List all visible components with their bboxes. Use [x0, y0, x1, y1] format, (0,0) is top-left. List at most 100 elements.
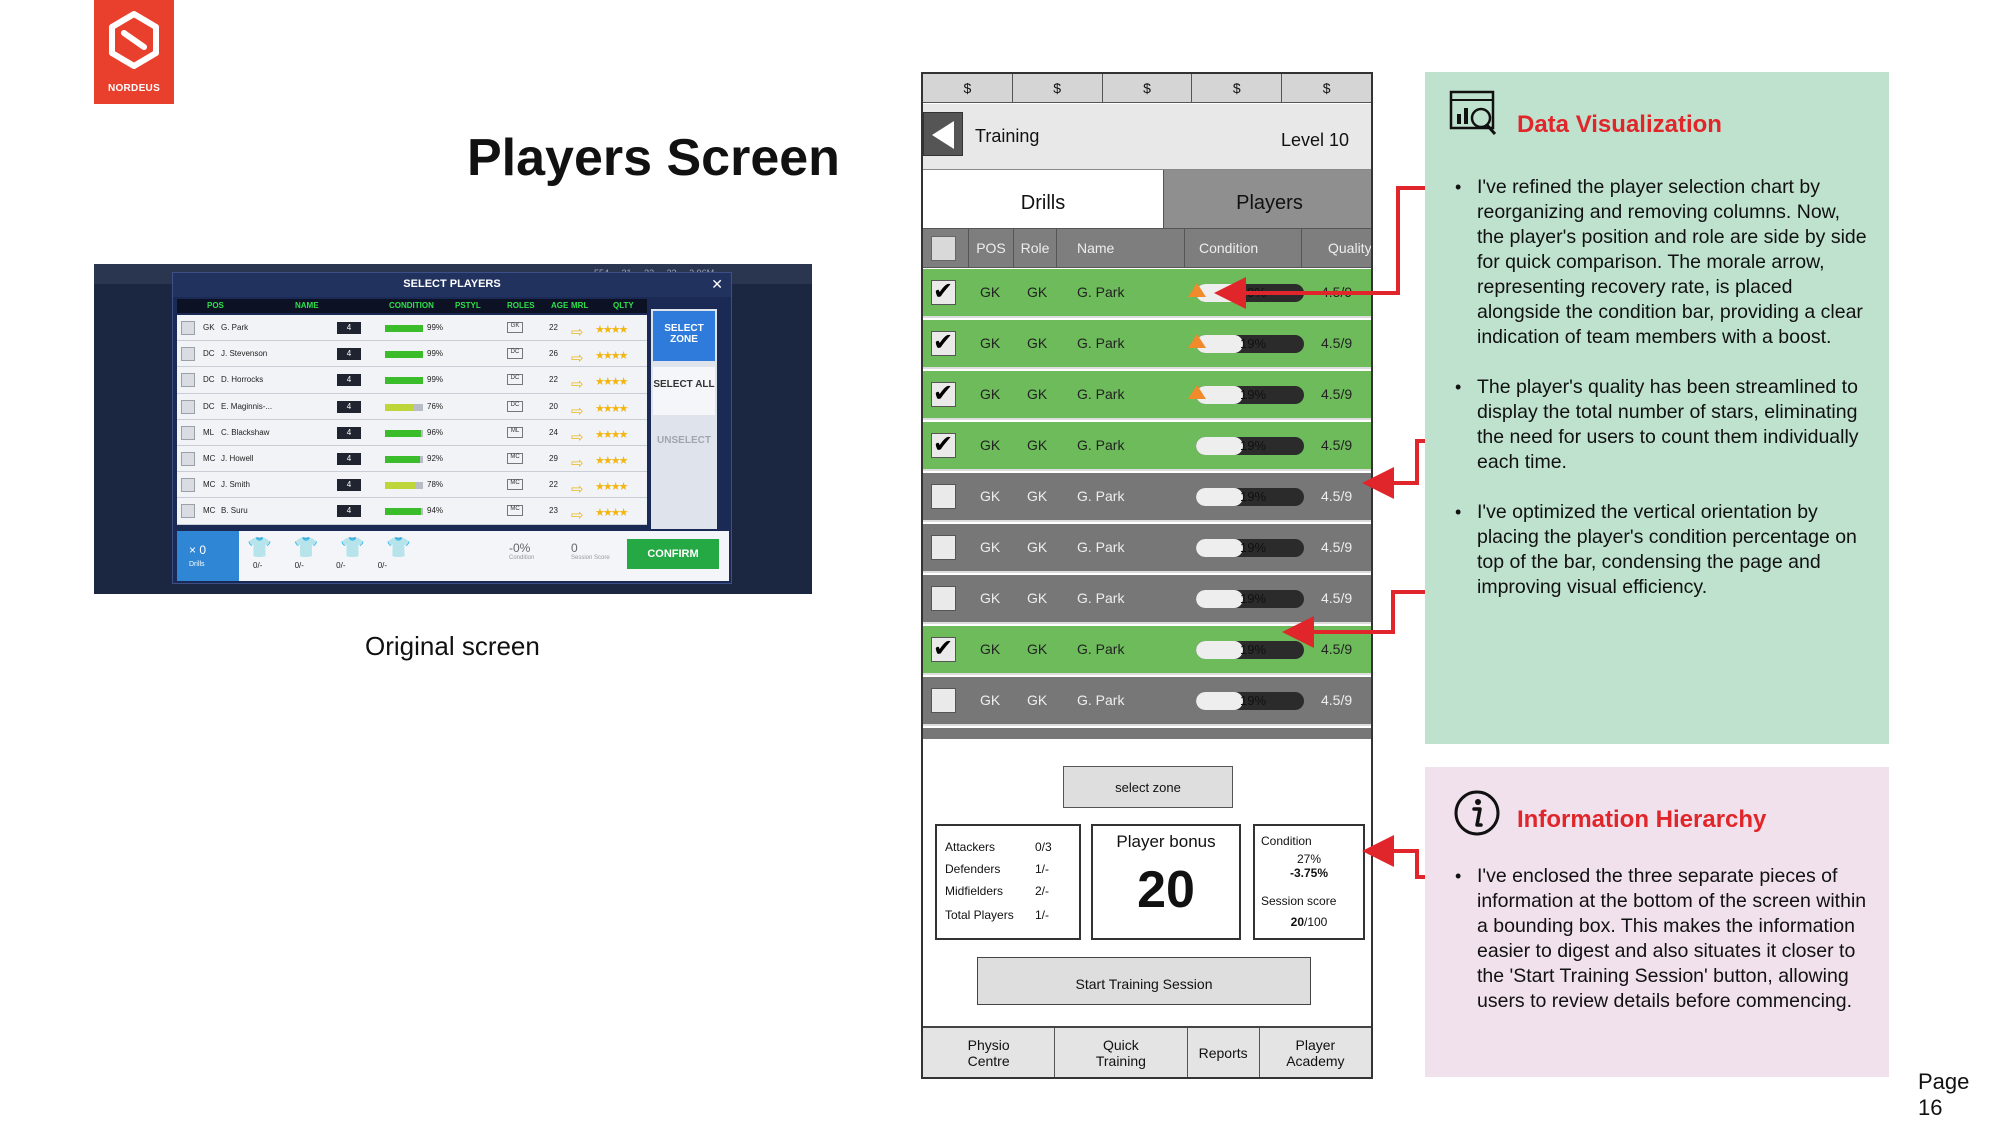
row-checkbox[interactable]: [931, 328, 956, 357]
currency-cell[interactable]: $: [1103, 74, 1193, 102]
col-pos[interactable]: POS: [969, 229, 1014, 267]
col-role[interactable]: Role: [1014, 229, 1057, 267]
squad-value: 2/-: [1035, 884, 1050, 898]
start-training-button[interactable]: Start Training Session: [977, 957, 1311, 1005]
orig-row-name: B. Suru: [221, 506, 248, 516]
currency-cell[interactable]: $: [1192, 74, 1283, 102]
player-bonus-value: 20: [1137, 861, 1195, 919]
orig-row-pos: DC: [203, 375, 215, 385]
row-divider: [923, 571, 1371, 573]
header-level: Level 10: [1280, 130, 1349, 150]
session-score: 20/100: [1255, 915, 1363, 929]
tab-players[interactable]: Players: [1163, 170, 1371, 228]
row-checkbox[interactable]: [931, 277, 956, 306]
orig-condition-fill: [385, 429, 422, 437]
nav-physio-centre[interactable]: Physio Centre: [923, 1028, 1056, 1077]
condition-bar: 19%: [1196, 437, 1304, 455]
orig-row-condition: 99%: [427, 323, 444, 332]
row-checkbox[interactable]: [931, 379, 956, 408]
orig-drills-button[interactable]: × 0 Drills: [177, 531, 239, 581]
orig-row-checkbox[interactable]: [181, 347, 195, 362]
col-name[interactable]: Name: [1057, 229, 1185, 267]
row-divider: [923, 673, 1371, 675]
condition-bar-fill: [1196, 386, 1244, 404]
row-checkbox[interactable]: [931, 535, 956, 560]
orig-select-zone-button[interactable]: SELECT ZONE: [653, 311, 715, 361]
select-all-checkbox[interactable]: [931, 236, 956, 261]
orig-confirm-button[interactable]: CONFIRM: [627, 539, 719, 569]
orig-row-checkbox[interactable]: [181, 451, 195, 466]
row-name: G. Park: [1077, 386, 1125, 402]
col-quality[interactable]: Quality: [1328, 240, 1372, 256]
row-checkbox[interactable]: [931, 688, 956, 713]
orig-select-all-button[interactable]: SELECT ALL: [653, 367, 715, 415]
orig-row-checkbox[interactable]: [181, 504, 195, 519]
row-checkbox[interactable]: [931, 430, 956, 459]
orig-select-players-dialog: SELECT PLAYERS ✕ POS NAME CONDITION PSTY…: [172, 272, 732, 584]
orig-row-pos: DC: [203, 401, 215, 411]
orig-unselect-button[interactable]: UNSELECT: [657, 435, 711, 446]
orig-row-checkbox[interactable]: [181, 478, 195, 493]
nav-reports[interactable]: Reports: [1188, 1028, 1260, 1077]
nav-quick-training[interactable]: Quick Training: [1055, 1028, 1188, 1077]
condition-bar-fill: [1196, 590, 1244, 608]
condition-bar-fill: [1196, 437, 1244, 455]
orig-row-checkbox[interactable]: [181, 373, 195, 388]
header-title: Training: [975, 126, 1040, 146]
orig-condition: -0% Condition: [509, 541, 534, 561]
col-condition[interactable]: Condition: [1185, 229, 1302, 267]
condition-percentage: 19%: [1240, 693, 1267, 708]
select-zone-button[interactable]: select zone: [1063, 766, 1233, 808]
row-pos: GK: [980, 641, 1001, 657]
row-quality: 4.5/9: [1321, 539, 1353, 555]
shirt-icon: 👕: [247, 537, 272, 559]
orig-row-checkbox[interactable]: [181, 425, 195, 440]
condition-percentage: 19%: [1240, 438, 1267, 453]
condition-bar-fill: [1196, 488, 1244, 506]
orig-row-checkbox[interactable]: [181, 399, 195, 414]
orig-column-header: POS NAME CONDITION PSTYL ROLES AGE MRL Q…: [177, 299, 647, 313]
row-checkbox[interactable]: [931, 634, 956, 663]
row-checkbox[interactable]: [931, 586, 956, 611]
back-arrow-icon[interactable]: [923, 112, 963, 156]
tab-drills[interactable]: Drills: [923, 170, 1163, 228]
squad-label: Total Players: [945, 908, 1014, 922]
currency-cell[interactable]: $: [1322, 80, 1331, 96]
quality-stars-icon: ★★★★: [595, 481, 628, 494]
row-quality: 4.5/9: [1321, 692, 1353, 708]
orig-row-role: DC: [507, 400, 523, 412]
orig-row-name: C. Blackshaw: [221, 427, 270, 437]
currency-cell[interactable]: $: [1013, 74, 1103, 102]
nav-player-academy[interactable]: Player Academy: [1286, 1036, 1345, 1069]
close-icon[interactable]: ✕: [711, 276, 723, 292]
orig-dialog-header: SELECT PLAYERS ✕: [173, 273, 731, 297]
orig-row-age: 26: [549, 349, 558, 359]
currency-cell[interactable]: $: [923, 74, 1013, 102]
row-checkbox[interactable]: [931, 484, 956, 509]
row-quality: 4.5/9: [1321, 386, 1353, 402]
currency-bar: $ $ $ $ $: [923, 74, 1371, 103]
orig-row-checkbox[interactable]: [181, 321, 195, 335]
orig-col-qlty: QLTY: [613, 301, 634, 310]
condition-percentage: 19%: [1240, 387, 1267, 402]
morale-arrow-icon: ⇨: [571, 507, 584, 525]
quality-stars-icon: ★★★★: [595, 402, 628, 415]
squad-value: 1/-: [1035, 862, 1050, 876]
row-quality: 4.5/9: [1321, 590, 1353, 606]
